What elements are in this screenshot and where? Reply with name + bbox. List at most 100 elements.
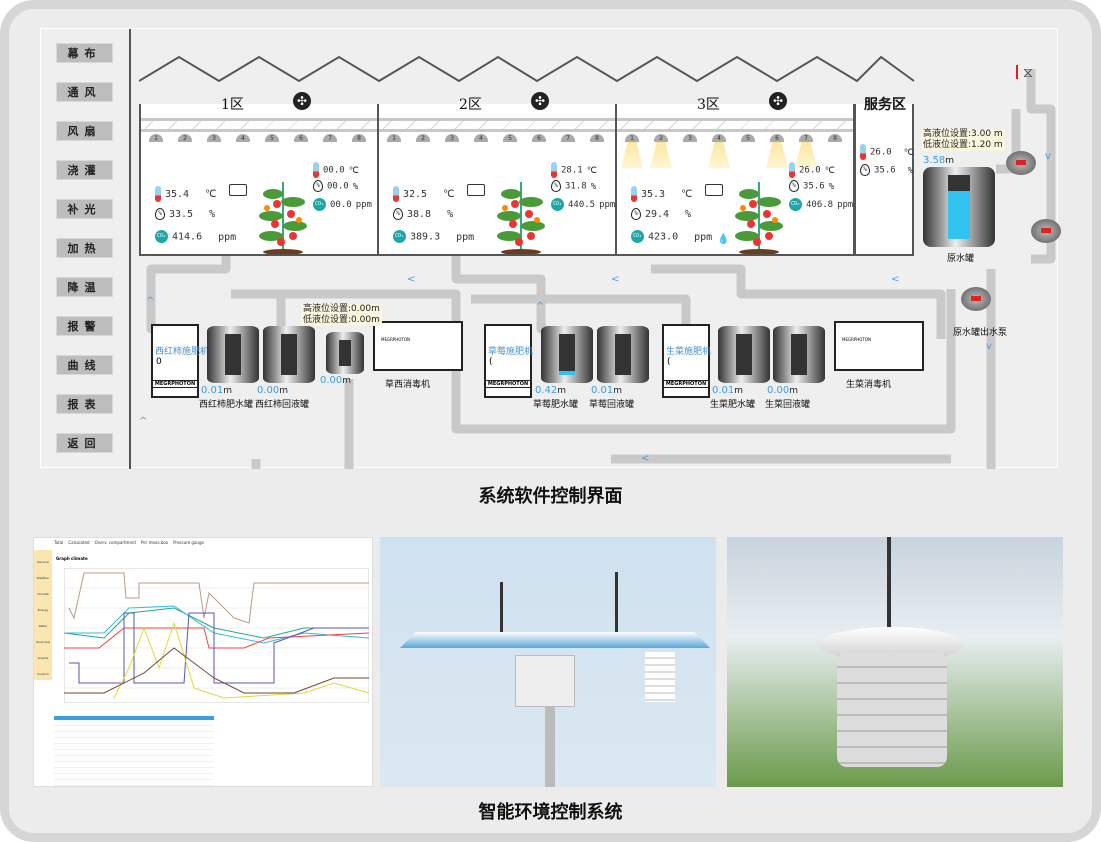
sprinkler-icon[interactable]: 8 xyxy=(590,134,604,142)
sprinkler-icon[interactable]: 5 xyxy=(265,134,279,142)
sprinkler-icon[interactable]: 8 xyxy=(828,134,842,142)
sidebar-button-10[interactable]: 返回 xyxy=(56,433,113,453)
tank-level: 0.00m xyxy=(320,375,352,386)
sidebar-button-4[interactable]: 补光 xyxy=(56,199,113,219)
sprinkler-icon[interactable]: 7 xyxy=(561,134,575,142)
co2-icon: CO₂ xyxy=(551,198,564,211)
tank-0[interactable] xyxy=(207,326,259,383)
sidebar-button-0[interactable]: 幕布 xyxy=(56,43,113,63)
software-nav-item[interactable]: Weather xyxy=(36,576,50,580)
tank-fill xyxy=(559,370,575,375)
software-tab[interactable]: Total xyxy=(54,540,64,545)
software-tab[interactable]: Calculated xyxy=(68,540,90,545)
software-nav-item[interactable]: Water xyxy=(38,624,48,628)
sprinkler-icon[interactable]: 5 xyxy=(741,134,755,142)
svg-text:<: < xyxy=(891,274,899,285)
sidebar-button-6[interactable]: 降温 xyxy=(56,277,113,297)
sprinkler-icon[interactable]: 2 xyxy=(654,134,668,142)
service-area: 服务区 26.0℃ %35.6% xyxy=(854,97,914,256)
sidebar-button-3[interactable]: 浇灌 xyxy=(56,160,113,180)
service-area-label: 服务区 xyxy=(864,97,906,113)
tank-1[interactable] xyxy=(263,326,315,383)
raw-water-tank[interactable] xyxy=(923,167,995,247)
software-tab[interactable]: Per meas.box xyxy=(141,540,169,545)
machine-value: ( xyxy=(667,357,671,367)
engine-icon[interactable] xyxy=(229,184,247,196)
sprinkler-icon[interactable]: 8 xyxy=(352,134,366,142)
sidebar-button-9[interactable]: 报表 xyxy=(56,394,113,414)
engine-icon[interactable] xyxy=(467,184,485,196)
sprinkler-icon[interactable]: 3 xyxy=(683,134,697,142)
raw-tank-outlet-pump[interactable] xyxy=(961,287,991,311)
tank-6[interactable] xyxy=(773,326,825,383)
disinfector-label: 生菜消毒机 xyxy=(846,380,892,390)
main-temp-reading: 35.4℃ xyxy=(155,186,216,202)
side-hum-reading: %31.8% xyxy=(551,180,596,192)
sprinkler-icon[interactable]: 1 xyxy=(387,134,401,142)
svg-text:^: ^ xyxy=(146,296,154,307)
tank-2[interactable] xyxy=(326,332,364,374)
software-tab[interactable]: Pressure gauge xyxy=(173,540,204,545)
software-nav-item[interactable]: General xyxy=(37,560,49,564)
machine-value: 0 xyxy=(156,357,162,367)
roof xyxy=(139,55,915,83)
sidebar-button-8[interactable]: 曲线 xyxy=(56,355,113,375)
thermometer-icon xyxy=(631,186,637,202)
software-tab[interactable]: Overv. compartment xyxy=(94,540,137,545)
valve-icon[interactable]: ⧖ xyxy=(1023,65,1033,81)
grow-light-beam xyxy=(795,142,817,168)
pump-1[interactable] xyxy=(1006,151,1036,175)
sprinkler-icon[interactable]: 7 xyxy=(323,134,337,142)
fertigation-machine-2[interactable]: 生菜施肥机(MEGRPHOTON xyxy=(662,324,711,398)
fan-icon[interactable]: ✣ xyxy=(531,92,549,110)
thermometer-icon xyxy=(393,186,399,202)
tank-level: 0.00m xyxy=(257,385,289,396)
sidebar-button-7[interactable]: 报警 xyxy=(56,316,113,336)
fan-icon[interactable]: ✣ xyxy=(769,92,787,110)
sprinkler-icon[interactable]: 1 xyxy=(625,134,639,142)
divider xyxy=(129,29,131,469)
sidebar-button-2[interactable]: 风扇 xyxy=(56,121,113,141)
tank-5[interactable] xyxy=(718,326,770,383)
software-nav-item[interactable]: Graphs xyxy=(37,656,49,660)
software-nav-item[interactable]: Overview xyxy=(35,640,51,644)
truss xyxy=(617,118,853,132)
software-nav-item[interactable]: Energy xyxy=(37,608,49,612)
machine-brand: MEGRPHOTON xyxy=(153,380,197,388)
disinfector-brand: MEGRPHOTON xyxy=(381,337,411,342)
sprinkler-icon[interactable]: 6 xyxy=(294,134,308,142)
tank-4[interactable] xyxy=(597,326,649,383)
sprinkler-icon[interactable]: 2 xyxy=(416,134,430,142)
sprinkler-icon[interactable]: 5 xyxy=(503,134,517,142)
sidebar-button-1[interactable]: 通风 xyxy=(56,82,113,102)
tank-3[interactable] xyxy=(541,326,593,383)
co2-icon: CO₂ xyxy=(313,198,326,211)
sprinkler-icon[interactable]: 3 xyxy=(445,134,459,142)
valve-handle[interactable] xyxy=(1016,65,1018,79)
sprinkler-icon[interactable]: 3 xyxy=(207,134,221,142)
engine-icon[interactable] xyxy=(705,184,723,196)
sprinkler-icon[interactable]: 6 xyxy=(770,134,784,142)
co2-icon: CO₂ xyxy=(631,230,644,243)
software-nav-item[interactable]: Climate xyxy=(37,592,49,596)
sprinkler-icon[interactable]: 2 xyxy=(178,134,192,142)
sprinkler-icon[interactable]: 4 xyxy=(712,134,726,142)
sidebar-button-5[interactable]: 加热 xyxy=(56,238,113,258)
pump-2[interactable] xyxy=(1031,219,1061,243)
side-hum-reading: %00.0% xyxy=(313,180,358,192)
fertigation-machine-1[interactable]: 草莓施肥机(MEGRPHOTON xyxy=(484,324,533,398)
raw-tank-level: 3.58m xyxy=(923,155,955,166)
sprinkler-icon[interactable]: 4 xyxy=(474,134,488,142)
fan-icon[interactable]: ✣ xyxy=(293,92,311,110)
sprinkler-icon[interactable]: 6 xyxy=(532,134,546,142)
software-nav-item[interactable]: Custom xyxy=(37,672,49,676)
sprinkler-icon[interactable]: 7 xyxy=(799,134,813,142)
disinfector-1[interactable]: MEGRPHOTON xyxy=(834,321,924,371)
sprinkler-icon[interactable]: 4 xyxy=(236,134,250,142)
sprinkler-icon[interactable]: 1 xyxy=(149,134,163,142)
thermometer-icon xyxy=(789,162,795,178)
disinfector-0[interactable]: MEGRPHOTON xyxy=(373,321,463,371)
main-hum-reading: %33.5% xyxy=(155,208,215,220)
disinfector-brand: MEGRPHOTON xyxy=(842,337,872,342)
